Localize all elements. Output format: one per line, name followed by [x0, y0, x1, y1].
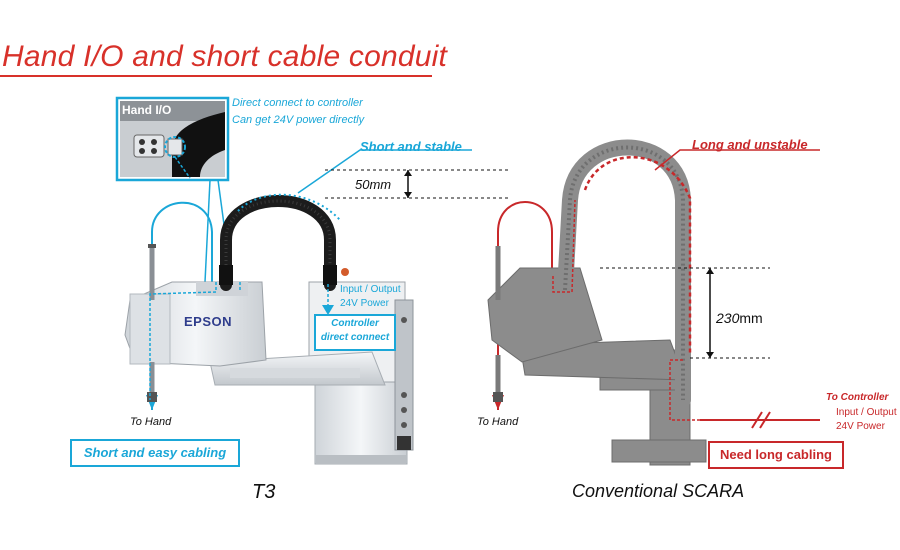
hand-io-label: Hand I/O	[122, 103, 172, 117]
dim-50mm	[325, 169, 508, 199]
controller-direct-connect-box: Controller direct connect	[314, 314, 396, 351]
scara-to-hand-label: To Hand	[477, 416, 519, 428]
controller-label: Controller	[331, 318, 379, 329]
hand-io-inset	[115, 96, 230, 182]
inset-note-direct-connect: Direct connect to controller	[232, 97, 363, 109]
dim-230-number: 230	[716, 310, 740, 326]
direct-connect-label: direct connect	[320, 332, 390, 343]
short-easy-cabling-box: Short and easy cabling	[70, 439, 240, 467]
short-stable-label: Short and stable	[360, 139, 462, 154]
scara-caption: Conventional SCARA	[572, 481, 745, 501]
t3-power-label: 24V Power	[340, 298, 389, 309]
t3-caption: T3	[252, 481, 276, 503]
diagram-title: Hand I/O and short cable conduit	[2, 40, 448, 73]
scara-robot	[487, 139, 820, 466]
t3-robot	[115, 96, 414, 465]
inset-note-24v-power: Can get 24V power directly	[232, 114, 365, 126]
dim-230mm-label: 230mm	[716, 310, 763, 326]
title-underline	[0, 75, 432, 77]
scara-io-label: Input / Output	[836, 407, 897, 418]
long-unstable-label: Long and unstable	[692, 137, 808, 152]
dim-230-unit: mm	[739, 310, 763, 326]
epson-logo: EPSON	[184, 314, 233, 329]
dim-230mm	[600, 267, 770, 359]
t3-io-label: Input / Output	[340, 284, 401, 295]
t3-to-hand-label: To Hand	[130, 416, 172, 428]
to-controller-label: To Controller	[826, 392, 889, 403]
dim-50mm-label: 50mm	[355, 177, 392, 192]
scara-power-label: 24V Power	[836, 421, 885, 432]
need-long-cabling-box: Need long cabling	[708, 441, 844, 469]
